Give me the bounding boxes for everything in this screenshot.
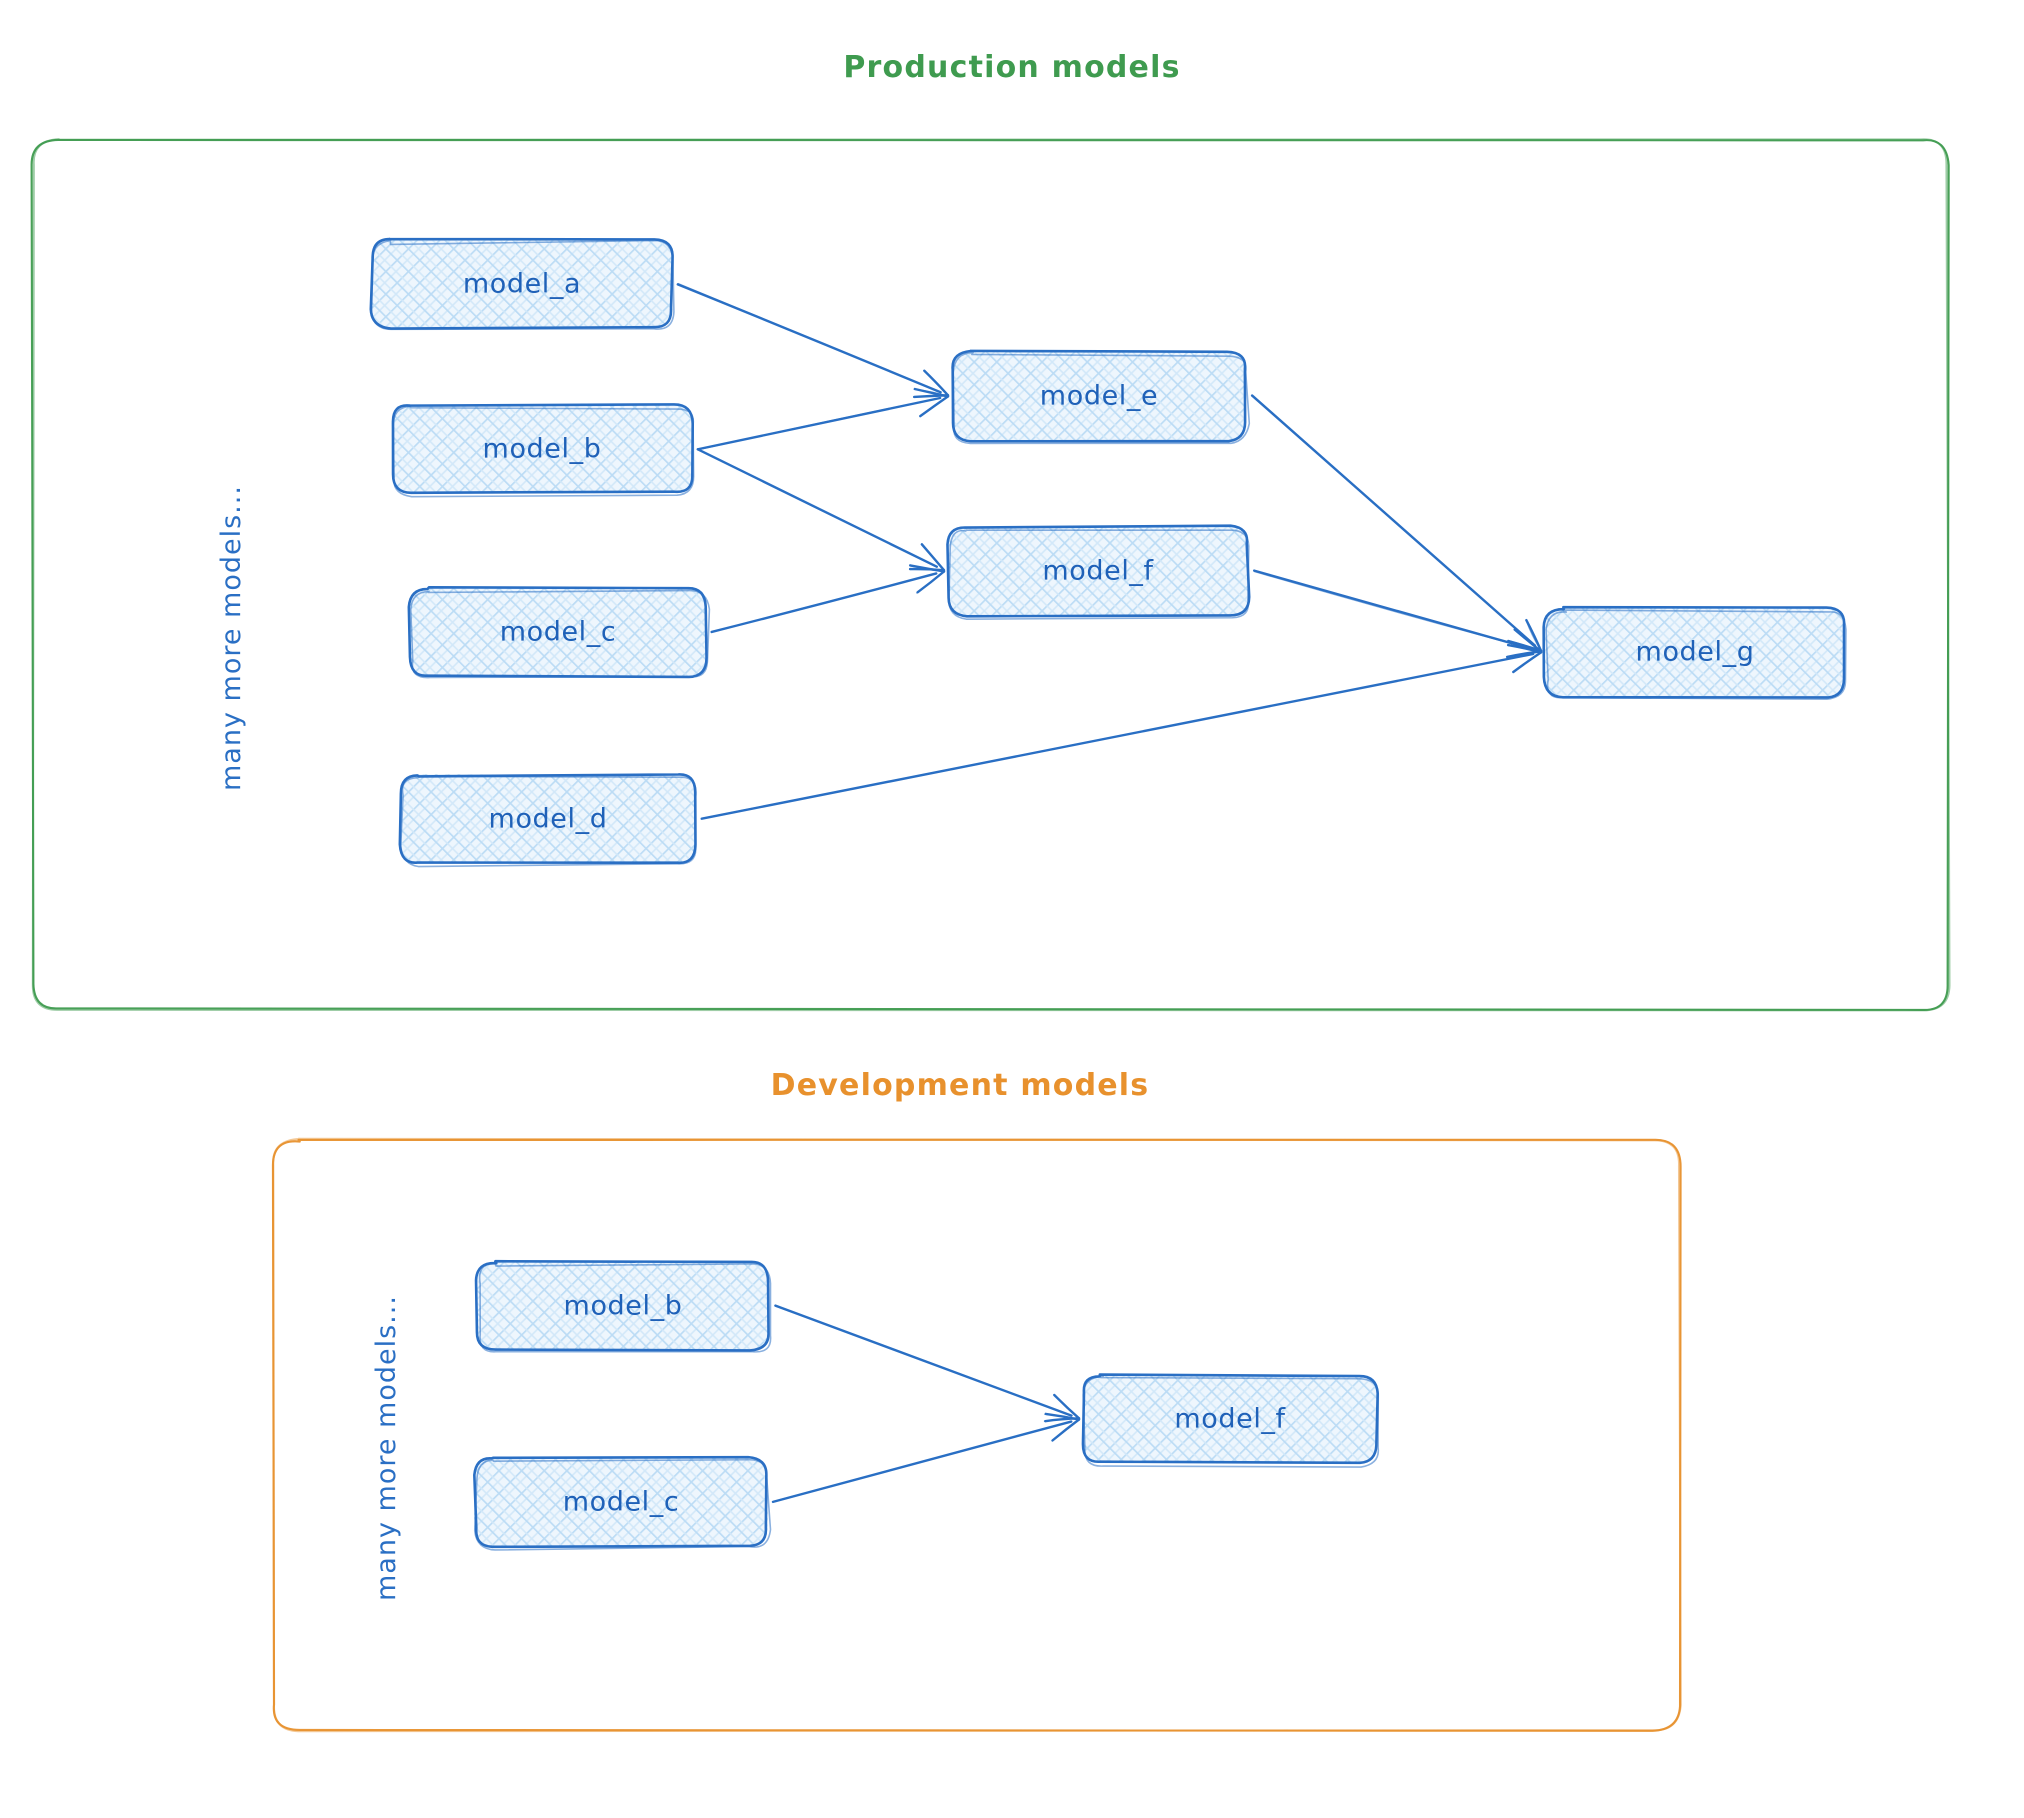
- model-node-model_e[interactable]: [951, 349, 1251, 445]
- edge-model_b-to-model_f: [774, 1304, 1081, 1423]
- group-container-production: [30, 138, 1951, 1012]
- edge-model_b-to-model_e: [696, 387, 950, 451]
- model-node-model_a[interactable]: [369, 237, 675, 331]
- side-note-development: many more models...: [371, 1295, 402, 1601]
- model-node-model_d[interactable]: [398, 773, 697, 868]
- edge-model_b-to-model_f: [696, 448, 946, 572]
- model-node-model_f[interactable]: [946, 524, 1251, 620]
- edge-model_a-to-model_e: [676, 282, 950, 399]
- edge-model_d-to-model_g: [700, 643, 1543, 820]
- side-note-production: many more models...: [216, 485, 247, 791]
- group-title-development: Development models: [770, 1068, 1150, 1103]
- model-node-model_c[interactable]: [407, 586, 711, 679]
- model-node-model_g[interactable]: [1542, 605, 1847, 701]
- model-node-model_b[interactable]: [391, 403, 695, 498]
- edge-model_c-to-model_f: [710, 564, 946, 634]
- model-node-model_f[interactable]: [1081, 1373, 1380, 1468]
- model-node-model_b[interactable]: [474, 1259, 772, 1353]
- model-node-model_c[interactable]: [473, 1455, 772, 1551]
- group-container-development: [271, 1137, 1682, 1733]
- group-title-production: Production models: [843, 50, 1181, 85]
- edge-model_e-to-model_g: [1250, 394, 1543, 652]
- edge-model_c-to-model_f: [771, 1412, 1081, 1504]
